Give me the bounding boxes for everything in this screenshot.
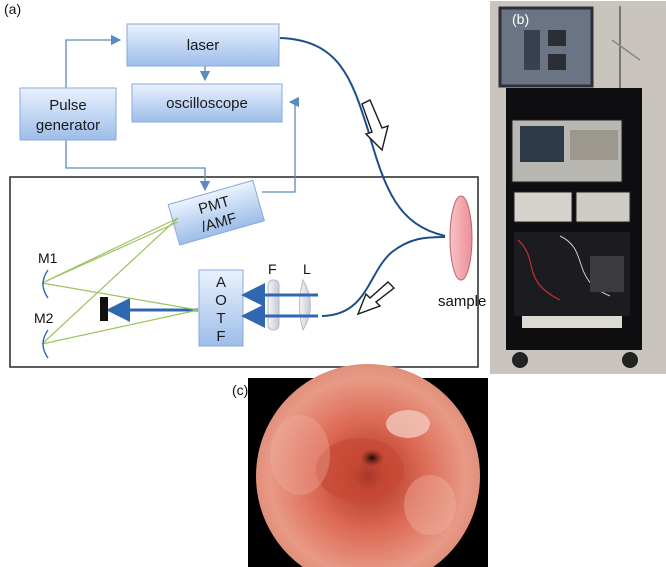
- mirror-m2: [42, 329, 49, 359]
- aotf-letter-t: T: [216, 310, 225, 327]
- optical-fibers: [279, 37, 446, 317]
- oscilloscope-box: oscilloscope: [131, 83, 283, 123]
- pmt-box: PMT /AMF: [167, 179, 265, 246]
- panel-c-tag: (c): [232, 382, 248, 398]
- green-beams: [41, 217, 199, 345]
- beam-block: [100, 297, 108, 321]
- lens-label: L: [303, 261, 311, 277]
- filter-element: [267, 279, 280, 331]
- laser-box: laser: [126, 23, 280, 67]
- oscilloscope-label: oscilloscope: [166, 95, 248, 112]
- aotf-letter-a: A: [216, 274, 226, 291]
- sample-ellipse: [449, 195, 473, 281]
- panel-b-tag: (b): [512, 11, 529, 27]
- enclosure-frame: [9, 176, 479, 368]
- aotf-letter-f: F: [216, 328, 225, 345]
- laser-label: laser: [187, 37, 220, 54]
- filter-label: F: [268, 261, 277, 277]
- connector-lines: [65, 34, 300, 193]
- aotf-box: A O T F: [198, 269, 244, 347]
- aotf-letter-o: O: [215, 292, 227, 309]
- pulse-generator-label-1: Pulse: [49, 97, 87, 114]
- pulse-generator-box: Pulse generator: [19, 87, 117, 141]
- mirror2-label: M2: [34, 310, 54, 326]
- sample-label: sample: [438, 293, 486, 310]
- mirror-m1: [42, 269, 49, 299]
- fiber-direction-arrows: [356, 99, 396, 316]
- endoscopy-image: [248, 364, 488, 567]
- pulse-generator-label-2: generator: [36, 117, 100, 134]
- lens-element: [299, 278, 311, 332]
- panel-a-tag: (a): [4, 1, 21, 17]
- instrument-rack-photo: [490, 1, 666, 374]
- blue-beams: [106, 283, 318, 328]
- mirror1-label: M1: [38, 250, 58, 266]
